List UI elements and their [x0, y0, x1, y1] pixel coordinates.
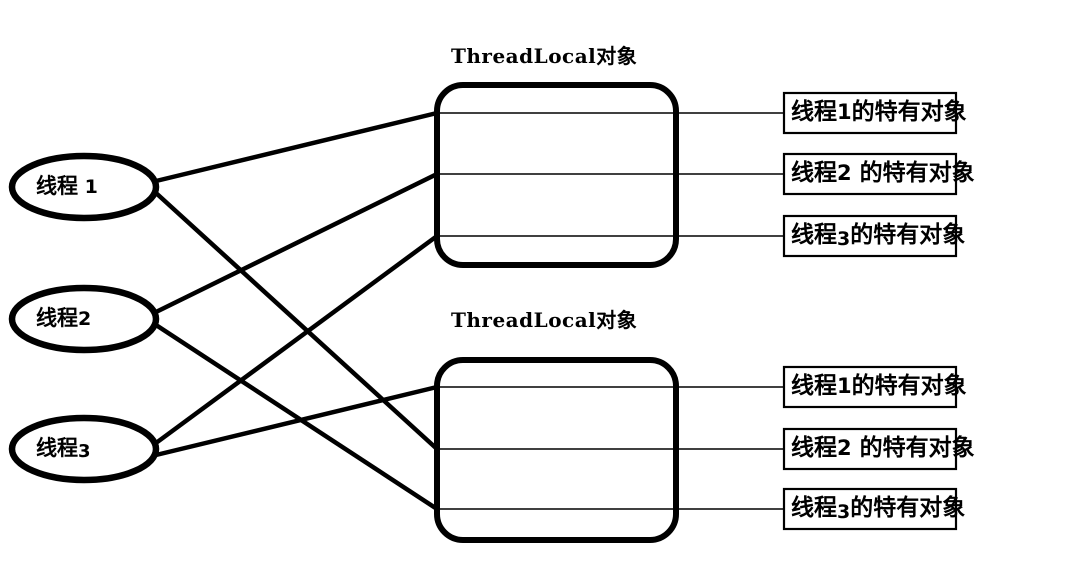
slot-label-1-1: 线程1的特有对象 [791, 101, 967, 124]
thread-node-3-prefix: 线程 [36, 436, 78, 460]
connector-thread3-to-slot-1-3 [154, 234, 439, 445]
threadlocal-container-2 [434, 357, 679, 543]
thread-node-1-label: 线程 1 [36, 176, 98, 197]
thread-node-1[interactable] [8, 152, 160, 222]
slot-label-1-3-suffix: 的特有对象 [850, 222, 966, 248]
slot-label-1-1-number: 1 [837, 100, 852, 124]
threadlocal-group-2 [434, 357, 958, 543]
slot-label-1-1-suffix: 的特有对象 [851, 99, 967, 125]
slot-label-1-2: 线程2 的特有对象 [791, 162, 975, 185]
connector-thread3-to-slot-2-1 [155, 384, 438, 458]
slot-label-box-1-1 [782, 91, 958, 135]
connector-lines [154, 110, 439, 511]
slot-label-1-2-number: 2 [837, 161, 852, 185]
slot-label-box-2-3 [782, 487, 958, 531]
slot-label-2-2-suffix: 的特有对象 [859, 435, 975, 461]
thread-node-3-number: 3 [78, 441, 91, 462]
connector-thread1-to-slot-1-1 [155, 110, 438, 184]
thread-node-3-label: 线程3 [36, 436, 91, 462]
slot-label-2-2: 线程2 的特有对象 [791, 437, 975, 460]
slot-label-2-3-prefix: 线程 [791, 495, 837, 521]
slot-label-2-3-number: 3 [837, 501, 851, 523]
slot-label-box-2-2 [782, 427, 958, 471]
slot-label-2-1-number: 1 [837, 374, 852, 398]
slot-label-1-2-suffix: 的特有对象 [859, 160, 975, 186]
slot-label-1-2-prefix: 线程 [791, 160, 837, 186]
slot-label-box-2-1 [782, 365, 958, 409]
slot-label-1-3: 线程3的特有对象 [791, 222, 966, 250]
threadlocal-container-1 [434, 82, 679, 268]
slot-label-2-1-prefix: 线程 [791, 373, 837, 399]
thread-node-2-number: 2 [78, 308, 92, 330]
slot-label-2-3: 线程3的特有对象 [791, 495, 966, 523]
thread-node-1-prefix: 线程 [36, 174, 78, 198]
slot-label-box-1-2 [782, 152, 958, 196]
slot-label-2-1: 线程1的特有对象 [791, 375, 967, 398]
slot-label-1-3-number: 3 [837, 228, 851, 250]
connector-thread2-to-slot-1-2 [155, 171, 438, 315]
threadlocal-group-2-title: ThreadLocal对象 [451, 308, 638, 332]
thread-node-3[interactable] [8, 414, 160, 484]
thread-node-1-number: 1 [84, 176, 98, 198]
slot-label-2-2-prefix: 线程 [791, 435, 837, 461]
slot-label-1-3-prefix: 线程 [791, 222, 837, 248]
slot-label-2-1-suffix: 的特有对象 [851, 373, 967, 399]
thread-node-2-label: 线程2 [36, 308, 91, 329]
connector-thread2-to-slot-2-3 [154, 323, 439, 511]
thread-node-2[interactable] [8, 284, 160, 354]
slot-label-1-1-prefix: 线程 [791, 99, 837, 125]
threadlocal-group-1-title: ThreadLocal对象 [451, 44, 638, 68]
thread-node-2-prefix: 线程 [36, 306, 78, 330]
slot-label-2-2-number: 2 [837, 436, 852, 460]
connector-thread1-to-slot-2-2 [154, 191, 439, 451]
slot-label-2-3-suffix: 的特有对象 [850, 495, 966, 521]
threadlocal-group-1 [434, 82, 958, 268]
slot-label-box-1-3 [782, 214, 958, 258]
thread-nodes [8, 152, 160, 484]
